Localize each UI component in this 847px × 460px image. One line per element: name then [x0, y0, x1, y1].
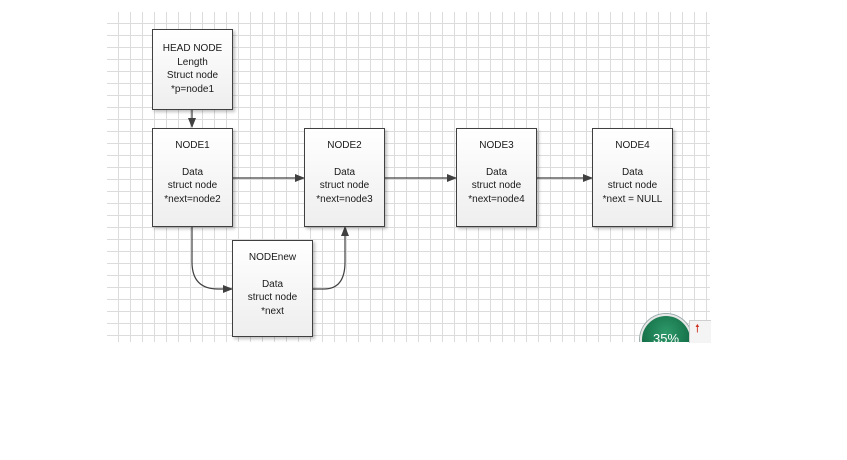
node2-line-2: struct node [319, 180, 370, 191]
node2-title: NODE2 [327, 140, 362, 151]
node3-line-1: Data [485, 166, 508, 178]
nodenew-line-1: Data [261, 278, 284, 290]
zoom-side-panel[interactable]: 🠕 [689, 320, 711, 343]
node2-line-3: *next=node3 [316, 193, 373, 205]
connector-nodenew-to-node2[interactable] [313, 226, 349, 290]
nodenew-line-3: *next [261, 305, 284, 317]
node4-box[interactable]: NODE4 Data struct node *next = NULL [592, 128, 673, 227]
nodenew-title: NODEnew [248, 252, 297, 263]
node1-title: NODE1 [175, 140, 210, 151]
node3-line-3: *next=node4 [468, 193, 525, 205]
node1-line-3: *next=node2 [164, 193, 221, 205]
node3-box[interactable]: NODE3 Data struct node *next=node4 [456, 128, 537, 227]
node2-line-1: Data [333, 166, 356, 178]
node4-line-3: *next = NULL [602, 193, 663, 205]
node4-line-1: Data [621, 166, 644, 178]
node4-line-2: struct node [607, 180, 658, 191]
nodenew-line-2: struct node [247, 292, 298, 303]
head-node-line-1: HEAD NODE [162, 43, 223, 54]
head-node-line-4: *p=node1 [170, 83, 215, 95]
connector-node1-to-nodenew[interactable] [191, 227, 233, 293]
nodenew-box[interactable]: NODEnew Data struct node *next [232, 240, 313, 337]
node4-title: NODE4 [615, 140, 650, 151]
canvas-bottom-edge [630, 342, 710, 372]
node1-line-1: Data [181, 166, 204, 178]
head-node-line-3: Struct node [166, 70, 219, 81]
node1-box[interactable]: NODE1 Data struct node *next=node2 [152, 128, 233, 227]
node1-line-2: struct node [167, 180, 218, 191]
up-arrow-icon[interactable]: 🠕 [695, 323, 700, 335]
node2-box[interactable]: NODE2 Data struct node *next=node3 [304, 128, 385, 227]
head-node-line-2: Length [177, 56, 208, 68]
head-node-box[interactable]: HEAD NODE Length Struct node *p=node1 [152, 29, 233, 110]
node3-title: NODE3 [479, 140, 514, 151]
node3-line-2: struct node [471, 180, 522, 191]
